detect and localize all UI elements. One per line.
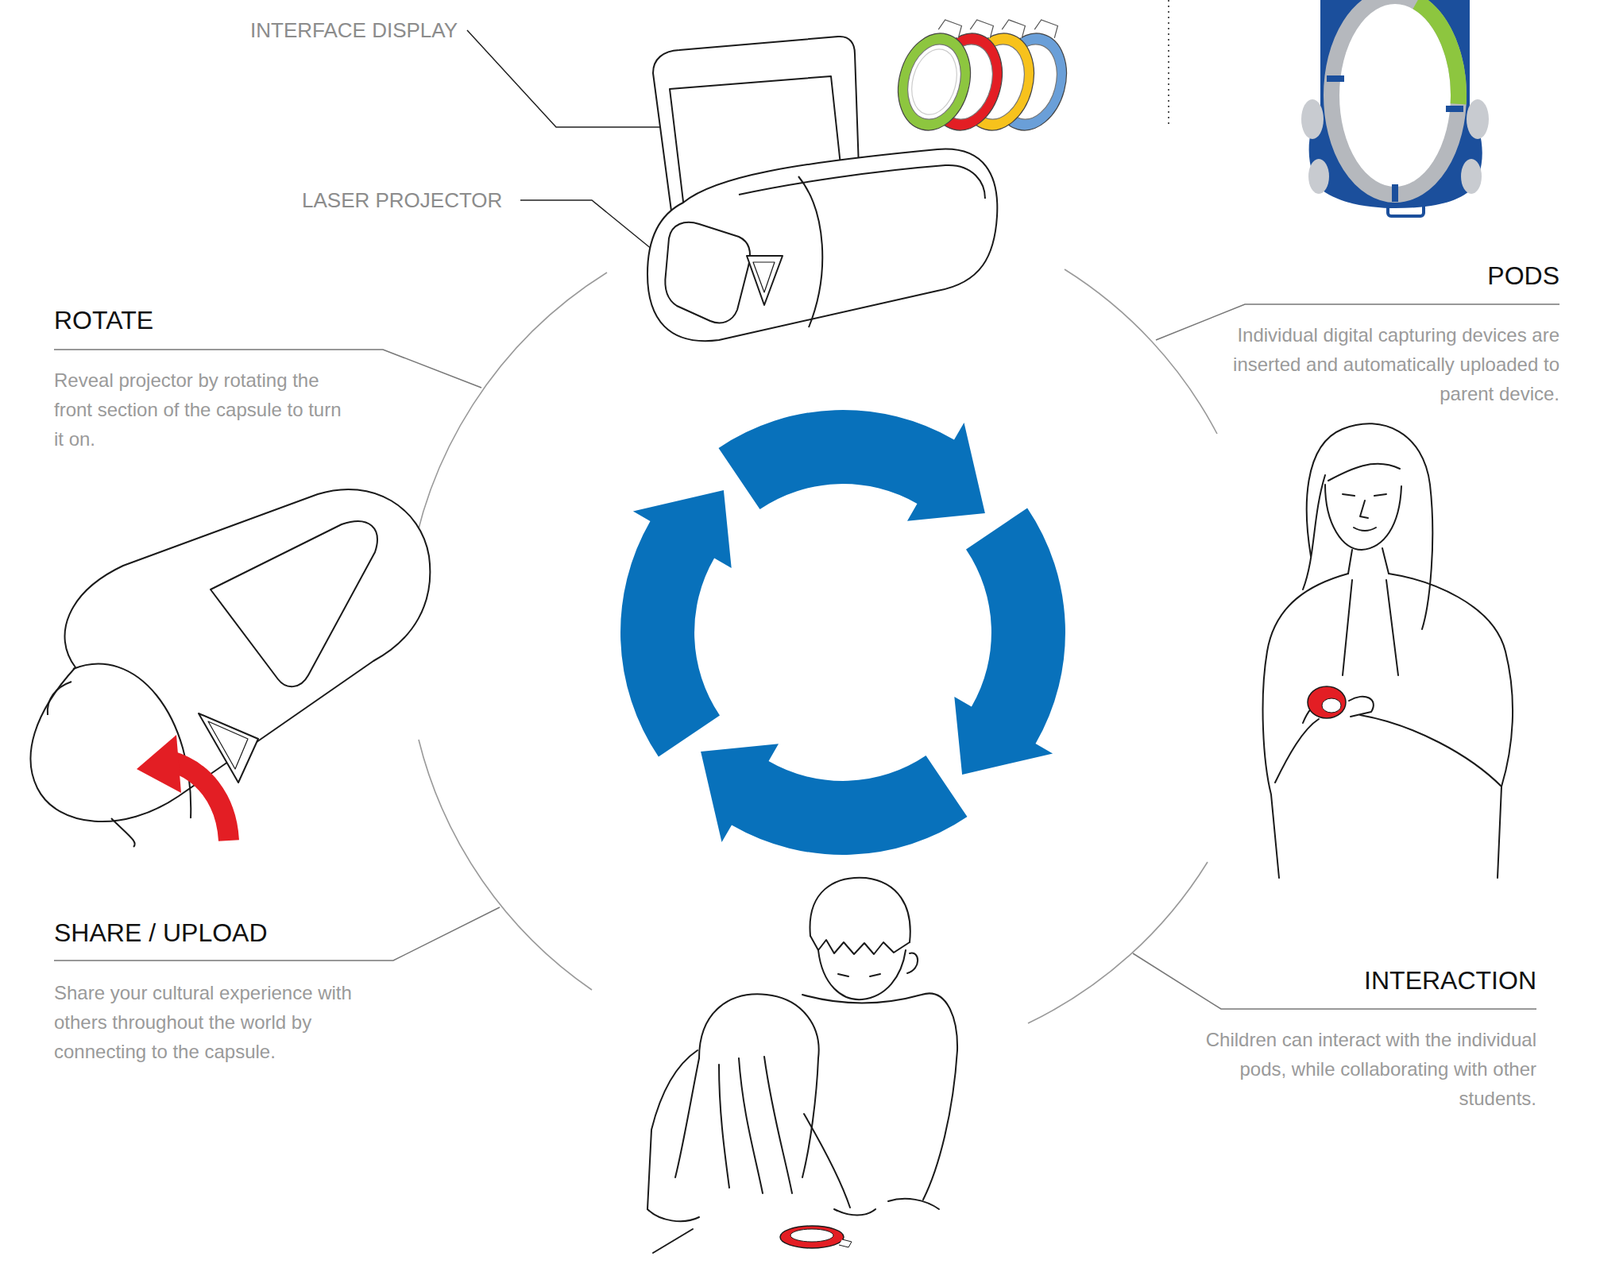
pod-face	[904, 43, 964, 120]
ring-gap	[1326, 75, 1345, 82]
hair-strands	[718, 1056, 793, 1194]
cycle-arc	[418, 739, 592, 990]
hair	[1306, 423, 1433, 630]
cycle-arrow	[954, 508, 1066, 775]
pod-rings	[887, 11, 1080, 139]
face	[818, 950, 906, 1000]
cycle-arc	[1028, 861, 1208, 1024]
hair	[675, 1058, 700, 1178]
body	[1388, 573, 1513, 878]
capsule-detail	[47, 681, 72, 715]
capsule-body	[30, 489, 430, 822]
blue-pod	[1301, 0, 1489, 217]
leader-line	[1132, 953, 1537, 1009]
step-heading: INTERACTION	[1364, 965, 1537, 996]
step-description: Share your cultural experience with othe…	[54, 977, 372, 1067]
projector-lens	[664, 222, 750, 324]
capsule-body	[647, 149, 998, 342]
hair	[699, 993, 820, 1178]
pod-grip	[1301, 99, 1324, 140]
capsule-closed	[30, 489, 430, 847]
capsule-button	[753, 262, 775, 293]
cycle-arrow	[700, 743, 967, 855]
hair	[1302, 475, 1326, 590]
face	[1325, 484, 1402, 550]
neck	[1348, 548, 1389, 574]
cycle-arc	[408, 272, 607, 582]
hand	[888, 1198, 940, 1210]
step-heading: PODS	[1487, 260, 1560, 291]
girl-figure	[1263, 423, 1514, 878]
rotate-arrow-head	[136, 734, 182, 793]
step-description: Children can interact with the individua…	[1194, 1024, 1537, 1114]
pod-tab	[838, 1239, 852, 1248]
cycle-arrow	[718, 409, 986, 522]
held-pod	[1307, 686, 1346, 719]
table-edge	[653, 1228, 693, 1253]
dotted-line	[1167, 0, 1170, 128]
body	[1263, 573, 1349, 878]
capsule-slot	[738, 165, 986, 199]
rotate-arrow-shaft	[170, 761, 229, 841]
capsule-button	[746, 255, 783, 306]
cycle-arc	[1064, 269, 1218, 434]
arm	[647, 1050, 698, 1210]
ear	[907, 953, 918, 974]
pod-ring-active	[1416, 2, 1459, 105]
part-label: LASER PROJECTOR	[301, 188, 503, 213]
hair	[1328, 463, 1400, 481]
capsule-seam	[798, 176, 823, 328]
step-heading: SHARE / UPLOAD	[54, 917, 268, 948]
children-figures	[647, 877, 958, 1253]
capsule-seam	[73, 664, 191, 819]
capsule-detail	[111, 818, 136, 847]
pod-face	[1321, 698, 1342, 713]
ring-gap	[1445, 105, 1464, 113]
hair	[810, 935, 910, 955]
pod-ring	[1331, 0, 1459, 195]
body	[802, 993, 958, 1200]
mouth	[1353, 527, 1376, 531]
shirt	[1342, 579, 1399, 676]
pod-grip	[1308, 158, 1330, 194]
leader-line	[54, 907, 500, 961]
hand	[647, 1209, 700, 1222]
hand	[834, 1209, 876, 1216]
rotate-arrow	[136, 734, 229, 841]
pod-shell	[887, 25, 981, 140]
hair	[810, 877, 911, 943]
cycle-arrow	[620, 490, 732, 757]
cycle-arrows	[620, 409, 1066, 855]
arm	[803, 1113, 851, 1208]
pod-face	[900, 38, 970, 125]
step-description: Reveal projector by rotating the front s…	[54, 365, 356, 454]
table-pod	[780, 1225, 852, 1249]
arm	[1275, 718, 1319, 783]
capsule-open	[647, 36, 998, 341]
pod-shell	[1307, 686, 1346, 719]
step-heading: ROTATE	[54, 305, 154, 336]
eyes	[1342, 494, 1387, 496]
pod-ring	[887, 11, 984, 139]
part-label: INTERFACE DISPLAY	[250, 18, 458, 43]
pod-shell	[780, 1225, 844, 1249]
step-description: Individual digital capturing devices are…	[1209, 320, 1560, 409]
nose	[1360, 500, 1369, 518]
pod-grip	[1460, 158, 1482, 194]
cycle-arcs	[408, 269, 1218, 1024]
capsule-lid	[210, 521, 378, 687]
pod-face	[790, 1228, 834, 1242]
pod-grip	[1466, 99, 1489, 140]
eyes	[838, 973, 881, 977]
hand	[1348, 696, 1374, 717]
capsule-button	[208, 721, 248, 770]
arm	[1360, 714, 1502, 787]
ring-gap	[1391, 184, 1399, 202]
